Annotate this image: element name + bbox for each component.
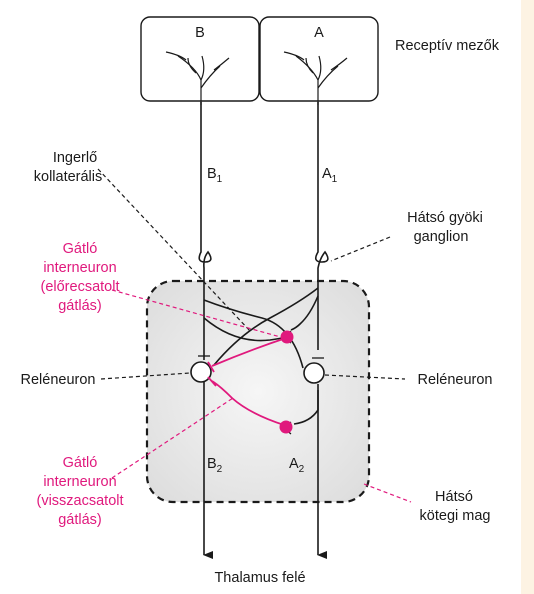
fiber-a1-label: A1 [322, 166, 338, 185]
relay-neuron-right [303, 362, 325, 384]
fiber-a2-label: A2 [289, 456, 305, 475]
fb-interneuron-label-line1: Gátló [63, 455, 98, 471]
leader-relay-right [324, 374, 406, 380]
fb-interneuron-label-line3: (visszacsatolt [36, 493, 123, 509]
relay-neuron-left [190, 361, 212, 383]
ff-inhibitory-axon [211, 337, 287, 367]
ff-interneuron-label-line2: interneuron [43, 260, 116, 276]
leader-ganglion [330, 236, 391, 262]
leader-ff-interneuron [111, 289, 285, 339]
fiber-b1 [198, 102, 212, 360]
receptive-fields-label: Receptív mezők [395, 38, 500, 54]
fb-inhibitory-axon [211, 380, 285, 426]
fb-inhibitory-interneuron [279, 420, 293, 434]
leader-relay-left [100, 372, 191, 380]
excitatory-collateral-to-left-relay [213, 287, 319, 366]
nucleus-label-line2: kötegi mag [420, 508, 491, 524]
field-a-label: A [314, 25, 324, 41]
inhibitory-pathways [207, 337, 287, 426]
dorsal-column-nucleus-box [145, 279, 371, 504]
leader-lines [97, 168, 412, 503]
relay-neuron-left-label: Reléneuron [21, 372, 96, 388]
receptive-field-b [140, 16, 260, 102]
fb-interneuron-label-line2: interneuron [43, 474, 116, 490]
thalamus-label: Thalamus felé [214, 570, 305, 586]
relay-neuron-right-label: Reléneuron [418, 372, 493, 388]
receptive-field-a [259, 16, 379, 102]
ganglion-label-line2: ganglion [414, 229, 469, 245]
collateral-label-line2: kollaterális [34, 169, 103, 185]
ff-interneuron-label-line1: Gátló [63, 241, 98, 257]
ganglion-label-line1: Hátsó gyöki [407, 210, 483, 226]
fb-interneuron-label-line4: gátlás) [58, 512, 102, 528]
leader-collateral [97, 168, 252, 333]
fiber-a1 [314, 102, 329, 287]
leader-nucleus [363, 483, 412, 503]
ff-interneuron-label-line4: gátlás) [58, 298, 102, 314]
field-b-label: B [195, 25, 205, 41]
fiber-b2-label: B2 [207, 456, 223, 475]
collateral-label-line1: Ingerlő [53, 150, 97, 166]
receptive-endings-b [165, 51, 230, 105]
ff-inhibitory-interneuron [280, 330, 294, 344]
receptive-endings-a [283, 51, 348, 105]
leader-fb-interneuron [111, 397, 234, 479]
fiber-b1-label: B1 [207, 166, 223, 185]
excitatory-collateral-to-ff-interneuron [290, 295, 319, 331]
ff-interneuron-label-line3: (előrecsatolt [41, 279, 120, 295]
b1-collateral-to-right-relay [203, 299, 304, 369]
nucleus-label-line1: Hátsó [435, 489, 473, 505]
